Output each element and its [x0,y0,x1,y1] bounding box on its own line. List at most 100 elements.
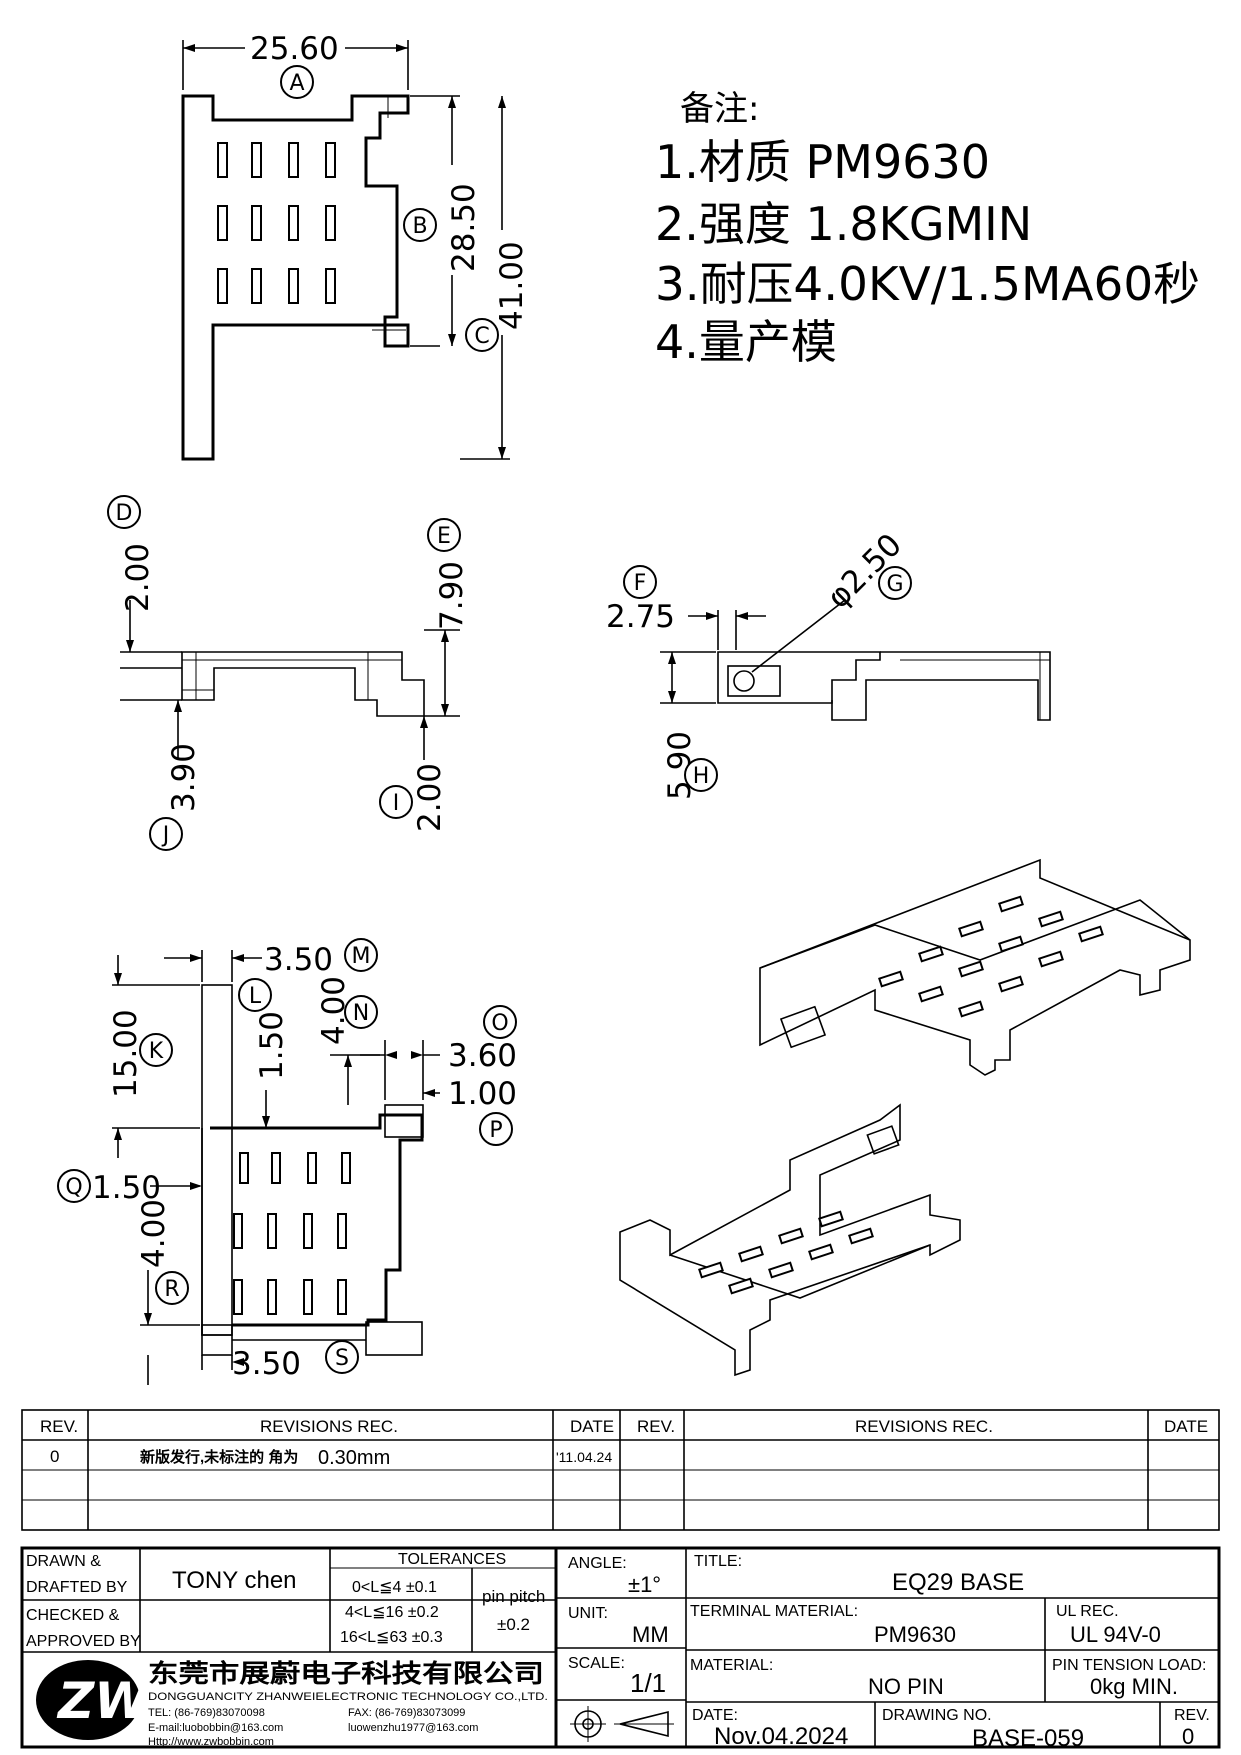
rev-label: REV. [1174,1707,1210,1724]
ul-rec-label: UL REC. [1056,1603,1119,1620]
circled-labels: A B C D E F G H I J K L M N O P Q R S [57,65,912,1374]
callout-p: P [479,1112,513,1146]
drafted-label: DRAFTED BY [26,1579,128,1596]
callout-h: H [684,758,718,792]
dim-B-value: 28.50 [446,183,482,272]
callout-n: N [344,995,378,1029]
callout-g: G [878,566,912,600]
notes-block: 备注: 1.材质 PM9630 2.强度 1.8KGMIN 3.耐压4.0KV/… [655,89,1200,369]
dim-R-value: 4.00 [136,1199,172,1268]
dim-O-value: 3.60 [448,1038,517,1074]
callout-o: O [483,1005,517,1039]
dim-J-value: 3.90 [166,743,202,812]
scale-label: SCALE: [568,1655,625,1672]
title-block: DRAWN & DRAFTED BY TONY chen CHECKED & A… [20,1546,1221,1752]
company-logo: ZW [36,1660,152,1740]
slot-grid-iso-2 [698,1210,874,1295]
callout-p-letter: P [489,1118,502,1143]
dim-total-height-value: 41.00 [494,241,530,330]
dim-Q-value: 1.50 [92,1170,161,1206]
slot-grid-iso-1 [878,895,1104,1018]
callout-s-letter: S [335,1346,349,1371]
callout-c: C [465,318,499,352]
dim-L-value: 1.50 [254,1011,290,1080]
tolerance-row-2: 4<L≦16 ±0.2 [345,1604,439,1621]
dim-M-value: 3.50 [264,942,333,978]
material-value: NO PIN [868,1674,944,1699]
callout-m: M [344,938,378,972]
callout-c-letter: C [474,324,489,349]
callout-q: Q [57,1169,91,1203]
company-fax: FAX: (86-769)83073099 [348,1707,465,1719]
callout-f: F [623,565,657,599]
callout-a: A [280,65,314,99]
callout-e: E [427,518,461,552]
pin-tension-label: PIN TENSION LOAD: [1052,1657,1206,1674]
date-header-left: DATE [570,1417,614,1436]
callout-i: I [379,785,413,819]
slot-grid-top [217,142,336,304]
callout-s: S [325,1340,359,1374]
callout-d-letter: D [116,501,133,526]
callout-g-letter: G [886,572,903,597]
company-email-2: luowenzhu1977@163.com [348,1722,478,1734]
angle-value: ±1° [628,1572,661,1597]
angle-label: ANGLE: [568,1555,627,1572]
terminal-material-value: PM9630 [874,1622,956,1647]
callout-d: D [107,495,141,529]
rev-row-0-date: '11.04.24 [556,1449,612,1465]
tolerance-row-1: 0<L≦4 ±0.1 [352,1579,437,1596]
dim-S-value: 3.50 [232,1346,301,1382]
pin-pitch-label: pin pitch [482,1587,545,1606]
callout-o-letter: O [491,1011,508,1036]
tolerance-row-3: 16<L≦63 ±0.3 [340,1629,443,1646]
drawn-label: DRAWN & [26,1553,101,1570]
callout-b-letter: B [412,214,427,239]
unit-value: MM [632,1622,669,1647]
rev-header-right: REV. [637,1417,675,1436]
rec-header-left: REVISIONS REC. [260,1417,398,1436]
callout-k-letter: K [149,1039,164,1064]
material-label: MATERIAL: [690,1657,773,1674]
date-header-right: DATE [1164,1417,1208,1436]
callout-a-letter: A [289,71,304,96]
tolerances-label: TOLERANCES [398,1551,506,1568]
note-3: 3.耐压4.0KV/1.5MA60秒 [655,257,1200,311]
callout-n-letter: N [353,1001,369,1026]
checked-label: CHECKED & [26,1607,120,1624]
callout-m-letter: M [352,944,371,969]
rev-header-left: REV. [40,1417,78,1436]
company-website: Http://www.zwbobbin.com [148,1736,274,1748]
drawing-no-label: DRAWING NO. [882,1707,992,1724]
note-2: 2.强度 1.8KGMIN [655,197,1032,251]
drawing-no-value: BASE-059 [972,1725,1084,1752]
company-tel: TEL: (86-769)83070098 [148,1707,265,1719]
date-label: DATE: [692,1707,738,1724]
pin-pitch-value: ±0.2 [497,1615,530,1634]
company-name-cn: 东莞市展蔚电子科技有限公司 [148,1659,544,1688]
side-view-right: φ2.50 2.75 5.90 [606,527,1051,800]
dim-E-value: 7.90 [434,561,470,630]
callout-r: R [155,1271,189,1305]
terminal-material-label: TERMINAL MATERIAL: [690,1603,858,1620]
top-view: 25.60 28.50 41.00 [181,31,530,461]
pin-tension-value: 0kg MIN. [1090,1674,1178,1699]
callout-h-letter: H [693,764,710,789]
rec-header-right: REVISIONS REC. [855,1417,993,1436]
title-label: TITLE: [694,1553,742,1570]
callout-f-letter: F [634,571,647,596]
dim-D-value: 2.00 [120,543,156,612]
note-1: 1.材质 PM9630 [655,135,990,189]
rev-value: 0 [1182,1724,1194,1749]
drawn-by-value: TONY chen [172,1567,297,1594]
revisions-table: REV. REVISIONS REC. DATE REV. REVISIONS … [21,1409,1220,1531]
dim-P-value: 1.00 [448,1076,517,1112]
company-name-en: DONGGUANCITY ZHANWEIELECTRONIC TECHNOLOG… [148,1691,548,1703]
callout-l-letter: L [249,984,262,1009]
rev-row-0-rev: 0 [50,1447,59,1466]
callout-j-letter: J [161,823,170,848]
callout-l: L [238,978,272,1012]
title-value: EQ29 BASE [892,1569,1024,1596]
callout-r-letter: R [164,1277,179,1302]
